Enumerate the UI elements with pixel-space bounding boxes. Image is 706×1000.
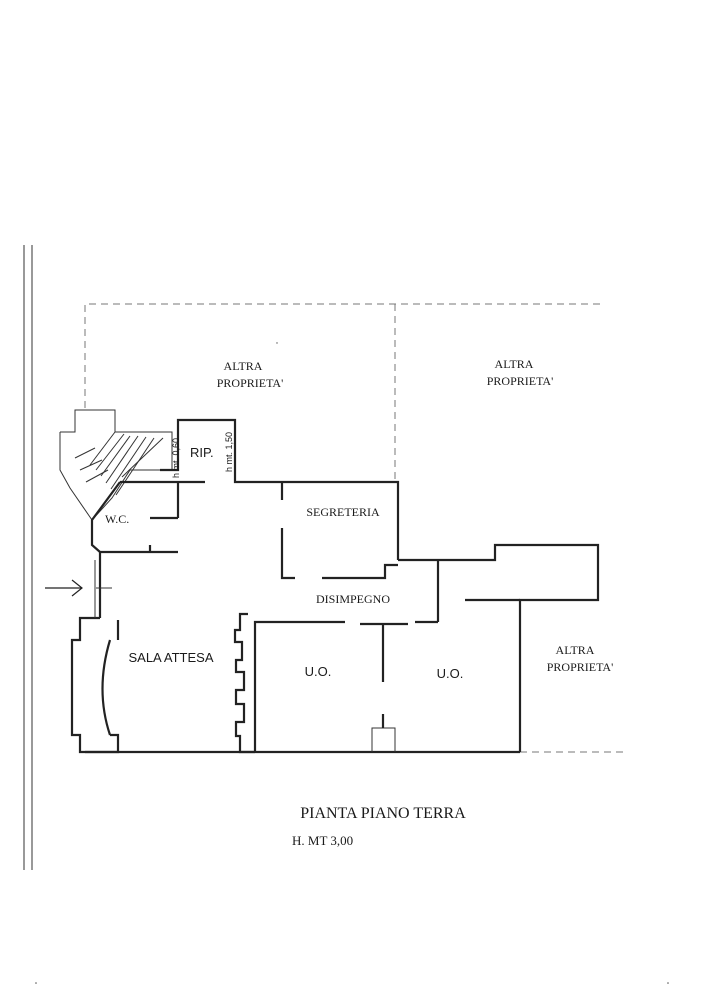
- entrance-arrow: [45, 560, 112, 618]
- property-boundaries: [84, 303, 625, 753]
- entrance-arch: [70, 616, 120, 754]
- label-altra-proprieta-3-line2: PROPRIETA': [547, 660, 614, 674]
- label-wc: W.C.: [105, 512, 129, 526]
- label-uo-right: U.O.: [437, 666, 464, 681]
- label-altra-proprieta-3-line1: ALTRA: [556, 643, 595, 657]
- staircase: [59, 409, 173, 521]
- plan-title: PIANTA PIANO TERRA: [300, 805, 466, 822]
- label-height-060: h mt. 0,60: [171, 438, 181, 478]
- label-uo-left: U.O.: [305, 664, 332, 679]
- walls: [85, 418, 600, 754]
- plan-ceiling-height: H. MT 3,00: [292, 833, 353, 848]
- label-disimpegno: DISIMPEGNO: [316, 592, 390, 606]
- label-altra-proprieta-1-line1: ALTRA: [224, 359, 263, 373]
- speck: [276, 342, 278, 344]
- speck: [667, 982, 669, 984]
- label-segreteria: SEGRETERIA: [306, 505, 380, 519]
- label-rip: RIP.: [190, 445, 214, 460]
- label-altra-proprieta-2-line1: ALTRA: [495, 357, 534, 371]
- margin-lines: [23, 245, 33, 870]
- label-height-150: h mt. 1,50: [224, 432, 234, 472]
- label-altra-proprieta-2-line2: PROPRIETA': [487, 374, 554, 388]
- columns: [233, 612, 255, 754]
- label-altra-proprieta-1-line2: PROPRIETA': [217, 376, 284, 390]
- speck: [35, 982, 37, 984]
- label-sala-attesa: SALA ATTESA: [128, 650, 213, 665]
